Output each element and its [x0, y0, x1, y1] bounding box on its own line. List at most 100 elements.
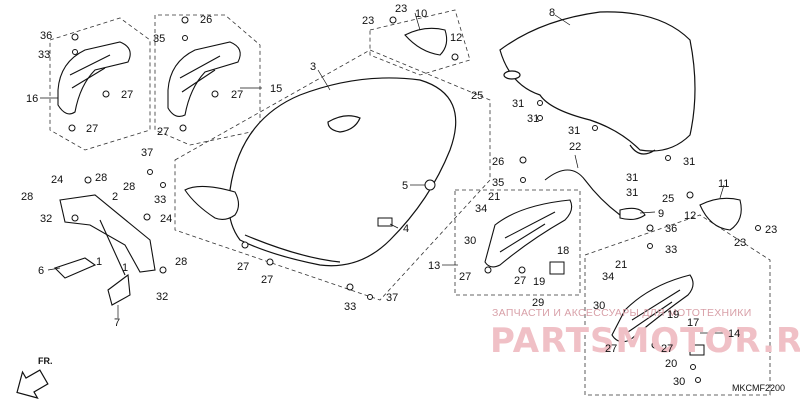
callout-28: 28: [123, 181, 135, 193]
callout-37: 37: [386, 292, 398, 304]
grab-rail-13-part: [484, 199, 573, 268]
callout-11: 11: [718, 178, 729, 190]
callout-37: 37: [141, 147, 153, 159]
callout-34: 34: [602, 271, 614, 283]
latch-bracket-part: [53, 194, 156, 306]
callout-12: 12: [684, 210, 696, 222]
callout-8: 8: [549, 7, 555, 19]
callout-21: 21: [488, 191, 500, 203]
seat-cowl-part: [499, 11, 696, 155]
callout-33: 33: [344, 301, 356, 313]
box-assembly-16: [49, 17, 151, 151]
callout-1: 1: [122, 262, 128, 274]
callout-23: 23: [395, 3, 407, 15]
callout-27: 27: [261, 274, 273, 286]
callout-24: 24: [51, 174, 63, 186]
callout-26: 26: [492, 156, 504, 168]
callout-labels: 1 1 2 3 4 5 6 7 8 9 10 11 12 12 13 14 15…: [21, 3, 777, 388]
direction-label: FR.: [38, 356, 53, 366]
callout-15: 15: [270, 83, 282, 95]
watermark-text: ЗАПЧАСТИ И АКСЕССУАРЫ ДЛЯ МОТОТЕХНИКИ: [492, 307, 752, 319]
callout-1: 1: [96, 256, 102, 268]
callout-23: 23: [362, 15, 374, 27]
callout-18: 18: [557, 245, 569, 257]
callout-21: 21: [615, 259, 627, 271]
callout-20: 20: [665, 358, 677, 370]
callout-28: 28: [95, 172, 107, 184]
callout-25: 25: [662, 193, 674, 205]
box-assembly-15: [154, 14, 261, 146]
box-assembly-3: [174, 49, 491, 301]
callout-28: 28: [175, 256, 187, 268]
grab-rail-14-part: [611, 274, 694, 343]
callout-10: 10: [415, 8, 427, 20]
assembly-boxes: [49, 9, 771, 396]
callout-26: 26: [200, 14, 212, 26]
leader-lines: [40, 12, 725, 334]
callout-12: 12: [450, 32, 462, 44]
callout-17: 17: [687, 317, 699, 329]
box-assembly-10: [369, 9, 471, 76]
callout-36: 36: [665, 223, 677, 235]
callout-25: 25: [471, 90, 483, 102]
callout-19: 19: [667, 309, 679, 321]
callout-34: 34: [475, 203, 487, 215]
callout-33: 33: [154, 194, 166, 206]
callout-22: 22: [569, 141, 581, 153]
callout-14: 14: [728, 328, 740, 340]
diagram-code: MKCMF2200: [732, 383, 785, 393]
callout-23: 23: [765, 224, 777, 236]
callout-33: 33: [38, 49, 50, 61]
callout-6: 6: [38, 265, 44, 277]
callout-27: 27: [605, 343, 617, 355]
callout-31: 31: [683, 156, 695, 168]
callout-29: 29: [532, 297, 544, 309]
callout-31: 31: [626, 187, 638, 199]
tail-light-16-part: [57, 41, 131, 115]
callout-27: 27: [86, 123, 98, 135]
callout-13: 13: [428, 260, 440, 272]
box-assembly-14: [584, 214, 771, 396]
callout-31: 31: [568, 125, 580, 137]
callout-30: 30: [673, 376, 685, 388]
hardware-parts: [68, 16, 761, 383]
callout-2: 2: [112, 191, 118, 203]
callout-23: 23: [734, 237, 746, 249]
callout-27: 27: [231, 89, 243, 101]
callout-9: 9: [658, 208, 664, 220]
callout-16: 16: [26, 93, 38, 105]
callout-19: 19: [533, 276, 545, 288]
callout-33: 33: [665, 244, 677, 256]
callout-5: 5: [402, 180, 408, 192]
callout-27: 27: [459, 271, 471, 283]
callout-27: 27: [661, 343, 673, 355]
callout-27: 27: [157, 126, 169, 138]
callout-31: 31: [626, 172, 638, 184]
callout-3: 3: [310, 61, 316, 73]
main-seat-part: [228, 77, 457, 267]
callout-24: 24: [160, 213, 172, 225]
callout-30: 30: [464, 235, 476, 247]
watermark: PARTSMOTOR.RU ЗАПЧАСТИ И АКСЕССУАРЫ ДЛЯ …: [490, 307, 800, 361]
callout-36: 36: [40, 30, 52, 42]
callout-27: 27: [237, 261, 249, 273]
callout-35: 35: [153, 33, 165, 45]
callout-31: 31: [512, 98, 524, 110]
callout-27: 27: [121, 89, 133, 101]
callout-7: 7: [114, 317, 120, 329]
callout-30: 30: [593, 300, 605, 312]
cover-parts: [404, 27, 742, 231]
watermark-logo: PARTSMOTOR.RU: [490, 321, 800, 361]
callout-35: 35: [492, 177, 504, 189]
callout-4: 4: [403, 223, 409, 235]
callout-27: 27: [514, 275, 526, 287]
callout-32: 32: [40, 213, 52, 225]
front-direction-arrow: FR.: [16, 356, 53, 399]
seat-latch-part: [184, 185, 240, 221]
cable-22-part: [544, 169, 646, 221]
tail-light-15-part: [167, 41, 241, 117]
callout-28: 28: [21, 191, 33, 203]
callout-31: 31: [527, 113, 539, 125]
callout-32: 32: [156, 291, 168, 303]
